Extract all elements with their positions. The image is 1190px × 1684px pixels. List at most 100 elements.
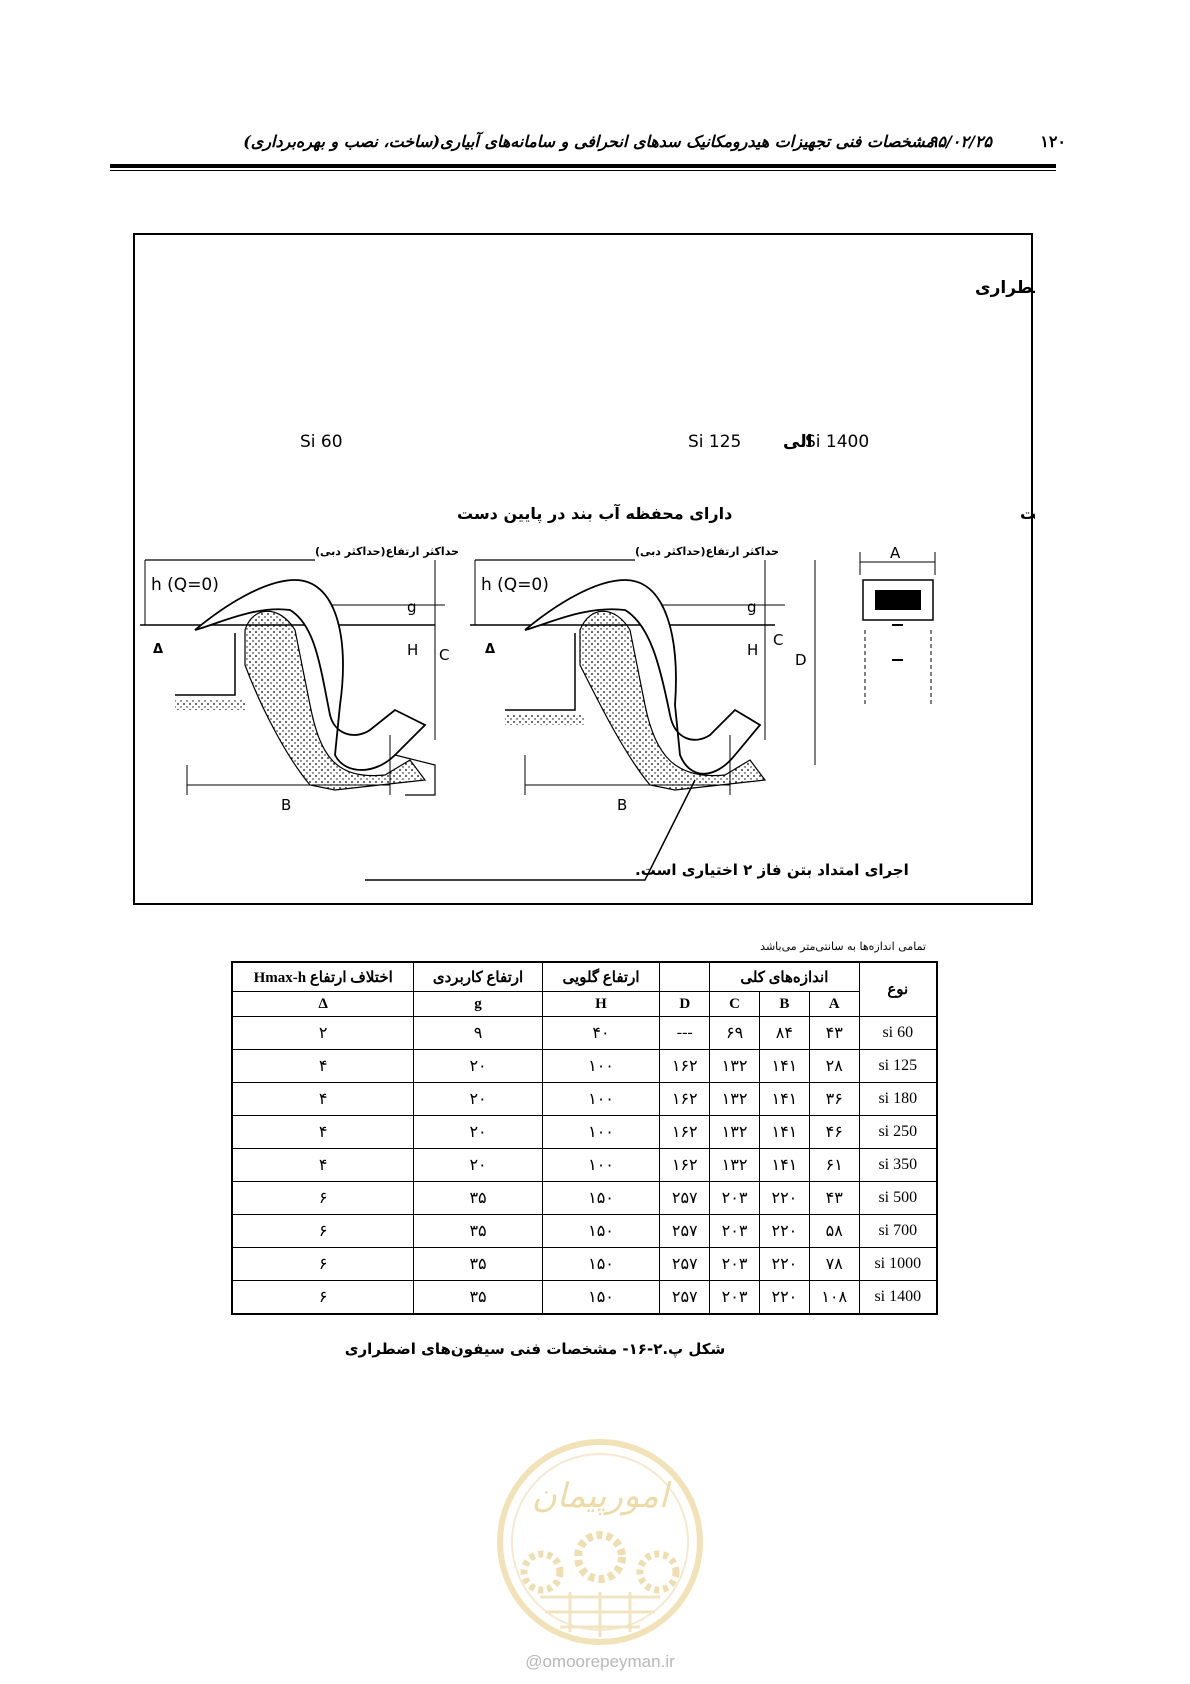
cell-H: ۱۰۰ [541, 1082, 661, 1116]
cell-H: ۱۰۰ [541, 1115, 661, 1149]
cell-B: ۱۴۱ [758, 1148, 810, 1182]
cell-H: ۱۵۰ [541, 1247, 661, 1281]
side-view: A [859, 544, 936, 705]
cell-A: ۷۸ [808, 1247, 860, 1281]
cell-delta: ۶ [231, 1181, 415, 1215]
page-header: مشخصات فنی تجهیزات هیدرومکانیک سدهای انح… [110, 128, 1066, 154]
cell-g: ۲۰ [413, 1148, 543, 1182]
table-header-row: نوع اندازه‌های کلی ارتفاع گلویی ارتفاع ک… [231, 961, 938, 1017]
right-dim-B: B [617, 796, 627, 814]
left-siphon-section: حداکثر ارتفاع(حداکثر دبی) h (Q=0) Δ g H … [140, 545, 459, 814]
cell-D: ۲۵۷ [659, 1214, 711, 1248]
table-row: si 700 ۵۸ ۲۲۰ ۲۰۳ ۲۵۷ ۱۵۰ ۳۵ ۶ [231, 1214, 938, 1248]
optional-concrete-note: اجرای امتداد بتن فاز ۲ اختیاری است. [635, 861, 909, 879]
cell-type: si 350 [858, 1148, 938, 1182]
cell-B: ۱۴۱ [758, 1115, 810, 1149]
siphon-spec-table: نوع اندازه‌های کلی ارتفاع گلویی ارتفاع ک… [231, 961, 938, 1315]
table-row: si 180 ۳۶ ۱۴۱ ۱۳۲ ۱۶۲ ۱۰۰ ۲۰ ۴ [231, 1082, 938, 1116]
col-C: C [709, 991, 760, 1017]
left-delta-label: Δ [153, 642, 163, 657]
cell-delta: ۶ [231, 1247, 415, 1281]
figure-title: سیفون های اضطراری [975, 278, 1035, 298]
left-subtitle: دارای محفظه آب بند در پایین دست [457, 503, 732, 524]
cell-D: --- [659, 1016, 711, 1050]
col-D: D [659, 991, 711, 1017]
right-h-label: h (Q=0) [481, 575, 549, 595]
col-throat: ارتفاع گلویی [541, 961, 661, 992]
cell-A: ۲۸ [808, 1049, 860, 1083]
cell-g: ۳۵ [413, 1280, 543, 1315]
page-number: ۱۲۰ [1040, 132, 1066, 151]
cell-A: ۴۶ [808, 1115, 860, 1149]
col-H: H [541, 991, 661, 1017]
cell-type: si 500 [858, 1181, 938, 1215]
cell-D: ۲۵۷ [659, 1181, 711, 1215]
document-title: مشخصات فنی تجهیزات هیدرومکانیک سدهای انح… [243, 132, 934, 151]
cell-B: ۲۲۰ [758, 1181, 810, 1215]
cell-H: ۱۵۰ [541, 1214, 661, 1248]
cell-D: ۱۶۲ [659, 1082, 711, 1116]
cell-delta: ۲ [231, 1016, 415, 1050]
cell-D: ۲۵۷ [659, 1247, 711, 1281]
table-row: si 125 ۲۸ ۱۴۱ ۱۳۲ ۱۶۲ ۱۰۰ ۲۰ ۴ [231, 1049, 938, 1083]
left-dim-g: g [407, 598, 417, 616]
right-max-level-label: حداکثر ارتفاع(حداکثر دبی) [635, 545, 779, 558]
cell-H: ۱۵۰ [541, 1181, 661, 1215]
right-dim-C: C [773, 631, 783, 649]
cell-g: ۲۰ [413, 1049, 543, 1083]
right-model-from: Si 125 [688, 432, 741, 452]
cell-delta: ۴ [231, 1115, 415, 1149]
cell-type: si 125 [858, 1049, 938, 1083]
siphon-figure: سیفون های اضطراری Si 60 Si 125 الی Si 14… [133, 233, 1035, 905]
cell-A: ۴۳ [808, 1016, 860, 1050]
cell-type: si 60 [858, 1016, 938, 1050]
cell-type: si 180 [858, 1082, 938, 1116]
cell-C: ۱۳۲ [709, 1049, 760, 1083]
table-row: si 1000 ۷۸ ۲۲۰ ۲۰۳ ۲۵۷ ۱۵۰ ۳۵ ۶ [231, 1247, 938, 1281]
right-delta-label: Δ [485, 642, 495, 657]
right-dim-g: g [747, 598, 757, 616]
left-dim-C: C [439, 646, 449, 664]
cell-C: ۶۹ [709, 1016, 760, 1050]
siphon-drawing: سیفون های اضطراری Si 60 Si 125 الی Si 14… [140, 278, 1035, 881]
table-row: si 1400 ۱۰۸ ۲۲۰ ۲۰۳ ۲۵۷ ۱۵۰ ۳۵ ۶ [231, 1280, 938, 1315]
right-dim-H: H [747, 641, 758, 659]
col-g: g [413, 991, 543, 1017]
cell-B: ۲۲۰ [758, 1247, 810, 1281]
cell-delta: ۴ [231, 1049, 415, 1083]
left-max-level-label: حداکثر ارتفاع(حداکثر دبی) [315, 545, 459, 558]
col-overall: اندازه‌های کلی [709, 961, 860, 992]
cell-H: ۱۰۰ [541, 1049, 661, 1083]
cell-D: ۱۶۲ [659, 1049, 711, 1083]
cell-g: ۲۰ [413, 1115, 543, 1149]
right-model-to: Si 1400 [805, 432, 869, 452]
col-d-top [659, 961, 711, 992]
left-h-label: h (Q=0) [151, 575, 219, 595]
cell-g: ۳۵ [413, 1181, 543, 1215]
left-dim-B: B [281, 796, 291, 814]
right-dim-D: D [795, 651, 807, 669]
cell-C: ۱۳۲ [709, 1148, 760, 1182]
cell-H: ۱۵۰ [541, 1280, 661, 1315]
units-note: تمامی اندازه‌ها به سانتی‌متر می‌باشد [760, 940, 926, 953]
cell-C: ۱۳۲ [709, 1082, 760, 1116]
table-row: si 60 ۴۳ ۸۴ ۶۹ --- ۴۰ ۹ ۲ [231, 1016, 938, 1050]
table-row: si 250 ۴۶ ۱۴۱ ۱۳۲ ۱۶۲ ۱۰۰ ۲۰ ۴ [231, 1115, 938, 1149]
cell-D: ۲۵۷ [659, 1280, 711, 1315]
cell-delta: ۶ [231, 1280, 415, 1315]
cell-H: ۱۰۰ [541, 1148, 661, 1182]
cell-type: si 700 [858, 1214, 938, 1248]
col-type: نوع [858, 961, 938, 1017]
cell-D: ۱۶۲ [659, 1148, 711, 1182]
watermark-site: @omoorepeyman.ir [525, 1652, 675, 1671]
cell-B: ۱۴۱ [758, 1082, 810, 1116]
cell-A: ۶۱ [808, 1148, 860, 1182]
table-row: si 500 ۴۳ ۲۲۰ ۲۰۳ ۲۵۷ ۱۵۰ ۳۵ ۶ [231, 1181, 938, 1215]
cell-g: ۹ [413, 1016, 543, 1050]
watermark-logo: امورپیمان [497, 1439, 703, 1645]
cell-C: ۲۰۳ [709, 1247, 760, 1281]
side-view-caption: نما در خلاف جهت [1020, 504, 1035, 523]
cell-C: ۲۰۳ [709, 1280, 760, 1315]
col-A: A [808, 991, 860, 1017]
right-siphon-section: حداکثر ارتفاع(حداکثر دبی) h (Q=0) Δ g H … [365, 545, 909, 881]
